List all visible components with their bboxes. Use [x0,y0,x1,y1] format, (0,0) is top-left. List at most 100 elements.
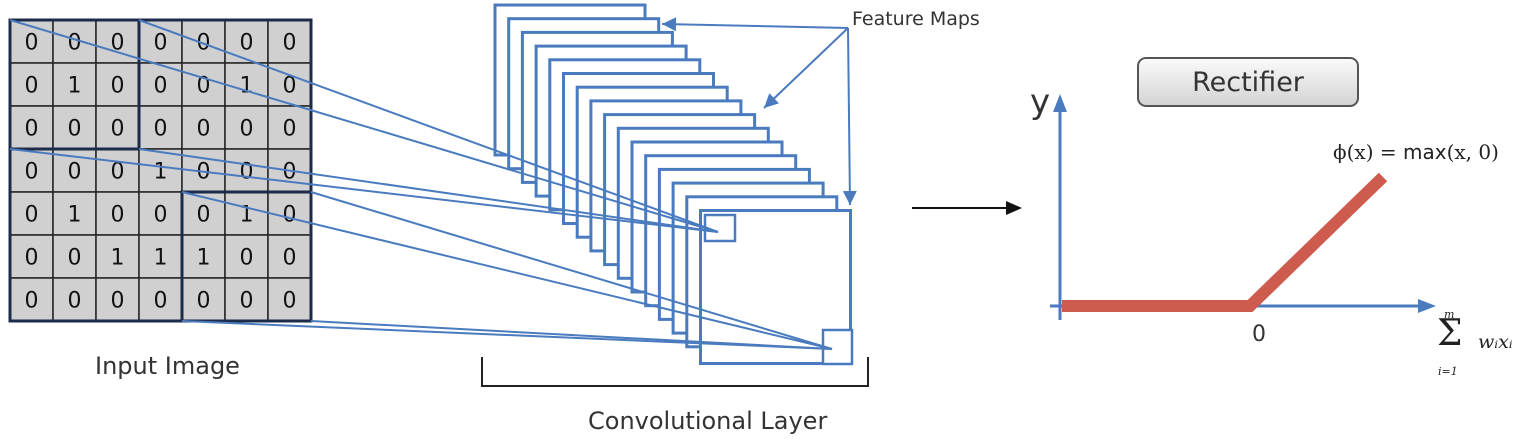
grid-cell-value: 0 [154,117,168,142]
grid-cell-value: 0 [283,31,297,56]
grid-cell-value: 1 [154,246,168,271]
grid-cell-value: 0 [25,289,39,314]
grid-cell-value: 0 [283,203,297,228]
grid-cell-value: 0 [111,74,125,99]
grid-cell [95,105,140,150]
grid-cell [224,62,269,107]
relu-formula: ϕ(x) = max(x, 0) [1333,140,1499,164]
grid-cell-value: 0 [240,246,254,271]
grid-cell-value: 0 [111,289,125,314]
grid-cell [95,234,140,279]
grid-cell [95,277,140,322]
pointer-arrowhead [764,93,779,108]
feature-maps-pointer-arrows [661,17,857,206]
grid-cell-value: 0 [197,203,211,228]
grid-cell-value: 0 [154,74,168,99]
convolutional-layer-bracket [481,357,869,387]
connector-line [9,148,719,233]
grid-cell-value: 0 [111,203,125,228]
grid-cell-value: 0 [25,203,39,228]
origin-label: 0 [1252,322,1266,347]
grid-cell-value: 0 [111,117,125,142]
grid-cell [181,19,226,64]
grid-cell-value: 0 [25,246,39,271]
grid-cell-value: 1 [154,160,168,185]
connector-line [310,191,833,350]
grid-cell [267,277,312,322]
grid-cell-value: 0 [283,246,297,271]
grid-cell [138,105,183,150]
grid-cell [181,277,226,322]
pointer-arrowhead [842,190,857,205]
grid-cell-value: 0 [197,289,211,314]
grid-cell-value: 0 [240,289,254,314]
grid-cell [267,234,312,279]
feature-map-top-left-cell [703,213,737,243]
grid-cell [224,105,269,150]
input-image-grid: 0000000010001000000000001000010001000111… [8,18,313,323]
grid-cell-value: 0 [111,31,125,56]
grid-cell-value: 0 [154,31,168,56]
grid-cell-value: 0 [197,117,211,142]
relu-curve [1062,172,1388,312]
rectifier-button[interactable]: Rectifier [1137,57,1359,107]
grid-cell-value: 0 [25,31,39,56]
grid-cell-value: 0 [25,117,39,142]
top-left-kernel-window [8,18,141,151]
grid-cell [138,234,183,279]
grid-cell-value: 0 [68,160,82,185]
formula-max: max [1403,140,1447,164]
grid-cell [181,234,226,279]
feature-maps-label: Feature Maps [852,8,980,30]
grid-cell-value: 0 [283,117,297,142]
grid-cell-value: 1 [240,74,254,99]
grid-cell-value: 0 [283,160,297,185]
x-axis-arrowhead [1418,299,1436,313]
sum-lower-limit: i=1 [1438,365,1458,378]
grid-cell [224,148,269,193]
grid-cell [267,19,312,64]
sum-upper-limit: m [1444,308,1455,321]
grid-cell-value: 1 [197,246,211,271]
pointer-line [847,27,851,206]
grid-cell-value: 0 [154,203,168,228]
y-axis-arrowhead [1053,94,1067,112]
grid-cell-value: 0 [68,117,82,142]
grid-cell-value: 0 [68,289,82,314]
bottom-right-kernel-window [180,190,313,323]
grid-cell-value: 0 [111,160,125,185]
grid-cell-value: 1 [68,74,82,99]
formula-lhs: ϕ(x) = [1333,140,1403,164]
grid-cell-value: 0 [283,289,297,314]
y-axis-label: y [1030,82,1051,122]
feature-map-stack [493,3,854,366]
input-image-label: Input Image [95,352,240,380]
connector-line [9,19,719,233]
grid-cell-value: 0 [154,289,168,314]
pointer-arrowhead [662,17,677,32]
grid-cell [52,234,97,279]
grid-cell [52,277,97,322]
sigma-symbol: Σ [1437,313,1463,354]
grid-cell-value: 0 [240,31,254,56]
grid-cell-value: 0 [240,117,254,142]
grid-cell-value: 1 [111,246,125,271]
grid-cell-value: 0 [68,31,82,56]
relu-graph [1050,94,1436,320]
formula-args: (x, 0) [1446,140,1499,164]
connector-line [138,19,719,233]
convolutional-layer-label: Convolutional Layer [588,407,828,435]
grid-cell [138,148,183,193]
connector-line [310,320,833,350]
pointer-line [661,23,849,29]
pointer-line [763,27,849,109]
grid-cell [9,191,54,236]
connector-line [181,191,833,350]
grid-cell-value: 0 [25,160,39,185]
transition-arrow [912,201,1022,215]
connector-line [181,320,833,350]
grid-cell-value: 0 [283,74,297,99]
grid-outline [8,18,313,323]
sum-term: wᵢxᵢ [1478,331,1513,353]
